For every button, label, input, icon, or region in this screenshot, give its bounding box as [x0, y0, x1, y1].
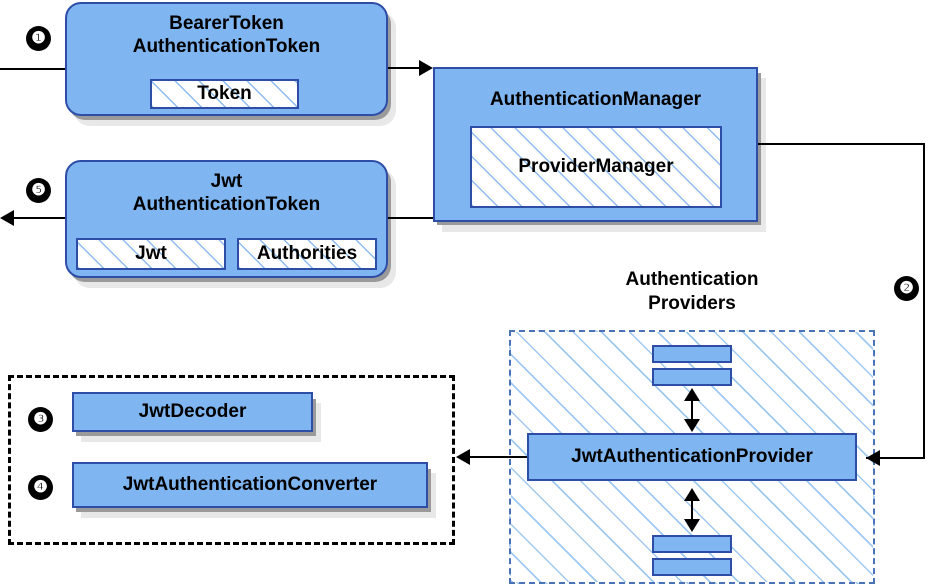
jwt-authentication-converter-label: JwtAuthenticationConverter — [122, 474, 378, 495]
node-jwt-authentication-converter[interactable]: JwtAuthenticationConverter — [72, 462, 428, 508]
jwt-authentication-provider-label: JwtAuthenticationProvider — [571, 446, 813, 467]
connector-bearer-to-manager — [388, 67, 430, 69]
connector-provider-to-jwt-support — [470, 456, 527, 458]
group-jwt-support — [8, 375, 455, 545]
jwt-label: Jwt — [135, 243, 167, 264]
providers-caption-line1: Authentication — [625, 269, 759, 290]
node-jwt[interactable]: Jwt — [76, 238, 226, 270]
connector-manager-to-jwt-token — [388, 217, 433, 219]
arrow-bearer-to-manager — [419, 60, 433, 76]
connector-request-in — [0, 68, 70, 70]
connector-manager-down — [923, 143, 925, 458]
provider-manager-label: ProviderManager — [518, 156, 674, 177]
bearer-token-title-line2: AuthenticationToken — [132, 36, 321, 57]
arrow-provider-to-jwt-support — [456, 449, 470, 465]
arrow-provider-bottom-up — [684, 488, 700, 501]
badge-step-3: ❸ — [28, 407, 53, 432]
provider-placeholder-bottom-2[interactable] — [652, 558, 732, 576]
node-jwt-authentication-provider[interactable]: JwtAuthenticationProvider — [527, 433, 857, 481]
provider-placeholder-top-2[interactable] — [652, 368, 732, 386]
node-authorities[interactable]: Authorities — [237, 238, 377, 270]
connector-provider-top — [691, 394, 693, 426]
connector-response-out — [14, 217, 70, 219]
node-jwt-decoder[interactable]: JwtDecoder — [72, 392, 313, 432]
connector-provider-bottom — [691, 494, 693, 526]
bearer-token-title-line1: BearerToken — [169, 13, 284, 34]
arrow-provider-top-up — [684, 388, 700, 401]
authentication-manager-title: AuthenticationManager — [489, 89, 702, 110]
badge-step-5: ❺ — [26, 178, 51, 203]
connector-into-provider — [866, 457, 925, 459]
node-provider-manager[interactable]: ProviderManager — [470, 126, 722, 208]
provider-placeholder-bottom-1[interactable] — [652, 535, 732, 553]
badge-step-2: ❷ — [894, 276, 919, 301]
authentication-providers-caption: Authentication Providers — [592, 268, 792, 316]
node-token[interactable]: Token — [150, 79, 299, 109]
providers-caption-line2: Providers — [648, 293, 736, 314]
token-label: Token — [197, 83, 252, 104]
badge-step-1: ❶ — [26, 26, 51, 51]
badge-step-4: ❹ — [28, 475, 53, 500]
arrow-response-out — [0, 210, 14, 226]
provider-placeholder-top-1[interactable] — [652, 345, 732, 363]
jwt-token-title-line2: AuthenticationToken — [132, 194, 321, 215]
jwt-decoder-label: JwtDecoder — [138, 401, 247, 422]
arrow-provider-top-down — [684, 419, 700, 432]
arrow-into-provider — [866, 450, 880, 466]
connector-manager-right — [758, 143, 925, 145]
authorities-label: Authorities — [256, 243, 358, 264]
jwt-token-title-line1: Jwt — [210, 171, 243, 192]
arrow-provider-bottom-down — [684, 519, 700, 532]
